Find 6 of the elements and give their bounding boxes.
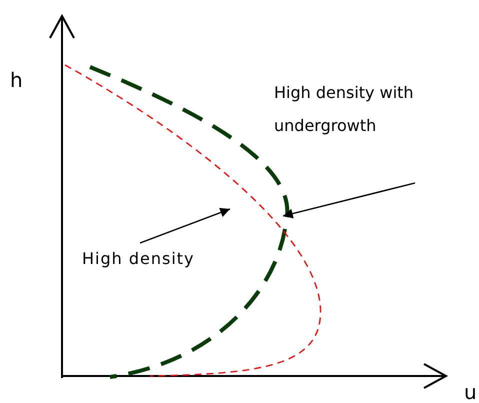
curve-label: High density with undergrowth bbox=[274, 76, 454, 142]
leader-line bbox=[140, 208, 230, 244]
leader-line bbox=[282, 182, 416, 218]
axis-label: u bbox=[464, 380, 477, 403]
axis-label: h bbox=[10, 68, 23, 92]
curve-label: High density bbox=[82, 242, 232, 275]
